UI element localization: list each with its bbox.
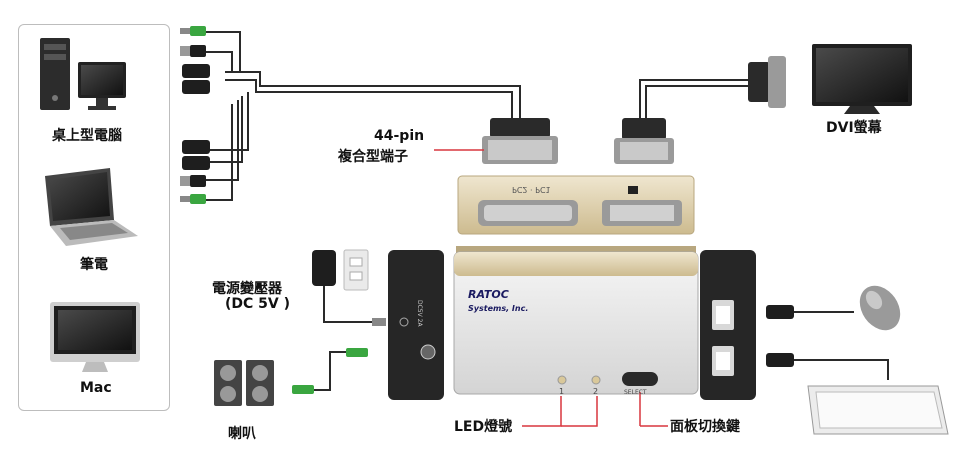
speaker-icon	[214, 348, 368, 406]
kvm-front-panel	[453, 246, 699, 395]
44pin-connector-icon	[482, 118, 558, 164]
brand-sub: Systems, Inc.	[468, 304, 529, 313]
mouse-icon	[859, 285, 901, 331]
desktop-label: 桌上型電腦	[52, 128, 122, 144]
keyboard-icon	[807, 385, 949, 435]
label-lines	[434, 149, 668, 427]
back-port-label: PC2 · PC1	[512, 185, 551, 194]
dvi-monitor-label: DVI螢幕	[826, 120, 882, 136]
led-1-label: 1	[559, 387, 565, 396]
speaker-label: 喇叭	[228, 426, 256, 442]
laptop-icon	[45, 168, 138, 246]
dc-label: DC5V 2A	[416, 300, 423, 327]
power-adapter-icon	[312, 249, 386, 326]
kvm-back-panel	[457, 175, 695, 235]
mac-label: Mac	[80, 380, 112, 396]
dvi-monitor-connector-icon	[748, 56, 786, 108]
dvi-monitor-icon	[812, 44, 912, 114]
select-button-label: SELECT	[624, 389, 647, 396]
mac-icon	[50, 302, 140, 372]
usb-cable-icon	[766, 305, 794, 367]
brand-logo: RATOC Systems, Inc.	[468, 288, 528, 314]
desktop-pc-icon	[40, 38, 126, 110]
connector-label-line2: 複合型端子	[338, 149, 408, 165]
dvi-connector-icon	[614, 118, 674, 164]
pc-plug-icon	[182, 64, 210, 170]
usb-plug-icon	[180, 45, 206, 187]
panel-switch-label: 面板切換鍵	[670, 419, 740, 435]
connector-label-line1: 44-pin	[374, 128, 425, 144]
laptop-label: 筆電	[80, 257, 108, 273]
power-label-line1: 電源變壓器	[212, 281, 282, 297]
kvm-left-side	[388, 250, 444, 400]
led-2-label: 2	[593, 387, 599, 396]
kvm-right-side	[700, 250, 756, 400]
brand-name: RATOC	[468, 288, 509, 301]
led-label: LED燈號	[454, 419, 513, 435]
power-label-line2: (DC 5V )	[225, 296, 291, 312]
audio-plug-icon	[180, 26, 206, 204]
